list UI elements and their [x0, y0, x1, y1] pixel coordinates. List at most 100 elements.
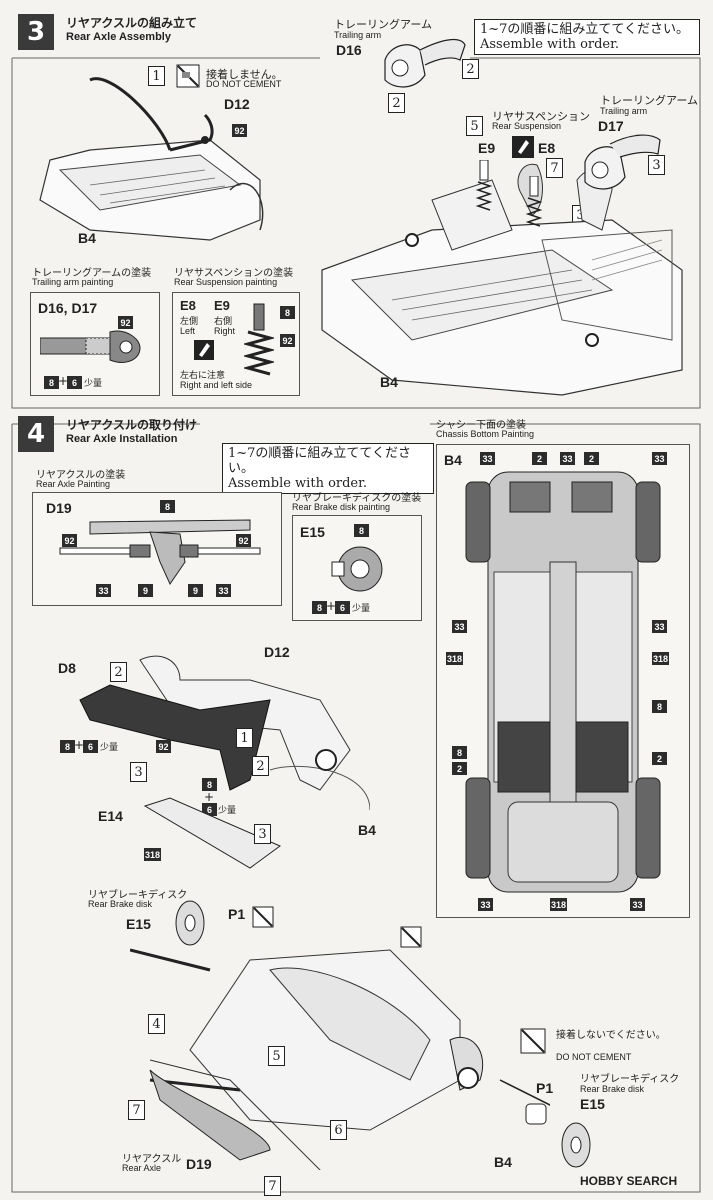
- d8-mix-b: 6: [83, 740, 98, 753]
- part-b4-4b: B4: [494, 1154, 512, 1170]
- no-cement-jp-4a: 接着しないでください。: [556, 1030, 666, 1041]
- d8-color-92: 92: [156, 740, 171, 753]
- color-8-susp: 8: [280, 306, 295, 319]
- susp-paint-e8: E8: [180, 298, 196, 313]
- part-b4-a: B4: [78, 230, 96, 246]
- chassis-c33-2: 33: [560, 452, 575, 465]
- chassis-paint-title-en: Chassis Bottom Painting: [436, 429, 535, 439]
- disk-paint-title-jp: リヤブレーキディスクの塗装: [292, 493, 422, 504]
- color-92-a: 92: [232, 124, 247, 137]
- part-e8: E8: [538, 140, 556, 156]
- brake-disk-label-jp-b: リヤブレーキディスク: [580, 1074, 680, 1085]
- seq-2-a: 2: [462, 59, 479, 79]
- part-e9: E9: [478, 140, 496, 156]
- susp-left-jp: 左側: [180, 317, 199, 327]
- mid-mix-suffix: 少量: [218, 806, 237, 816]
- order-note-en-4: Assemble with order.: [228, 476, 368, 491]
- order-note-jp: 1~7の順番に組み立ててください。: [480, 22, 690, 37]
- rear-axle-label-jp: リヤアクスル: [122, 1154, 182, 1165]
- axle-color-92-l: 92: [62, 534, 77, 547]
- no-cement-label-jp: 接着しません。: [206, 68, 283, 81]
- axle-color-33-r: 33: [216, 584, 231, 597]
- order-note-en: Assemble with order.: [480, 37, 620, 52]
- rear-axle-paint-drawing: [59, 519, 261, 586]
- lower-assembly-drawing: [130, 948, 550, 1170]
- susp-paint-e9: E9: [214, 298, 230, 313]
- part-e15-a: E15: [126, 916, 151, 932]
- susp-paint-box: [172, 292, 300, 396]
- susp-right-en: Right: [214, 326, 236, 336]
- no-cement-icon-d: [520, 1028, 546, 1054]
- seq4-5: 5: [268, 1046, 285, 1066]
- trailing-paint-title-en: Trailing arm painting: [32, 277, 114, 287]
- brake-disk-drawing: [331, 546, 383, 592]
- mix-plus-trailing: +: [58, 374, 69, 388]
- part-d12-4: D12: [264, 644, 290, 660]
- seq4-4: 4: [148, 1014, 165, 1034]
- chassis-c33-1: 33: [480, 452, 495, 465]
- e14-color-318: 318: [144, 848, 162, 861]
- chassis-c8-l: 8: [452, 746, 467, 759]
- watermark: HOBBY SEARCH: [580, 1174, 678, 1188]
- chassis-c33-5: 33: [652, 620, 667, 633]
- step-3-number: 3: [18, 14, 54, 50]
- part-e14: E14: [98, 808, 123, 824]
- chassis-c8-r: 8: [652, 700, 667, 713]
- order-note-jp-4: 1~7の順番に組み立ててください。: [228, 446, 412, 476]
- axle-color-9-r: 9: [188, 584, 203, 597]
- seq4-7-a: 7: [128, 1100, 145, 1120]
- trailing-paint-parts: D16, D17: [38, 300, 98, 316]
- axle-color-9-l: 9: [138, 584, 153, 597]
- susp-paint-title-jp: リヤサスペンションの塗装: [174, 268, 294, 279]
- chassis-c33-3: 33: [652, 452, 667, 465]
- brake-disk-label-en: Rear Brake disk: [88, 899, 153, 909]
- part-d8: D8: [58, 660, 76, 676]
- chassis-c2-1: 2: [532, 452, 547, 465]
- part-d16: D16: [336, 42, 362, 58]
- rear-arm-assembly-drawing: [79, 655, 370, 811]
- axle-paint-title-en: Rear Axle Painting: [36, 479, 111, 489]
- color-92-b: 92: [118, 316, 133, 329]
- no-cement-en-4: DO NOT CEMENT: [556, 1052, 632, 1062]
- trailing-arm-label-jp-b: トレーリングアーム: [600, 94, 699, 107]
- collar-p1-drawing: [525, 1103, 547, 1125]
- seq-1: 1: [148, 66, 165, 86]
- chassis-rear-drawing: [39, 77, 264, 241]
- part-d17: D17: [598, 118, 624, 134]
- disk-paint-title-en: Rear Brake disk painting: [292, 502, 391, 512]
- chassis-c318-b: 318: [550, 898, 568, 911]
- chassis-paint-title-jp: シャシー下面の塗装: [436, 420, 526, 431]
- paint-icon-b: [194, 340, 214, 360]
- order-note-step3: 1~7の順番に組み立ててください。 Assemble with order.: [474, 19, 700, 55]
- no-cement-icon-b: [252, 906, 274, 928]
- shock-e9-drawing: [475, 160, 493, 211]
- seq4-2-a: 2: [110, 662, 127, 682]
- rear-susp-label-en: Rear Suspension: [492, 121, 562, 131]
- rear-axle-label-en: Rear Axle: [122, 1163, 162, 1173]
- chassis-c318-r: 318: [652, 652, 670, 665]
- no-cement-icon: [176, 64, 200, 88]
- trailing-arm-label-en-a: Trailing arm: [334, 30, 382, 40]
- part-p1-a: P1: [228, 906, 246, 922]
- disk-mix-a: 8: [312, 601, 327, 614]
- trailing-arm-d16-drawing: [384, 38, 466, 88]
- part-p1-b: P1: [536, 1080, 554, 1096]
- trailing-arm-label-en-b: Trailing arm: [600, 106, 648, 116]
- axle-color-8: 8: [160, 500, 175, 513]
- chassis-c318-l: 318: [446, 652, 464, 665]
- axle-paint-title-jp: リヤアクスルの塗装: [36, 470, 126, 481]
- brake-disk-right-drawing: [561, 1122, 591, 1168]
- shock-e8-drawing: [525, 176, 543, 227]
- axle-color-92-r: 92: [236, 534, 251, 547]
- step-4-number: 4: [18, 416, 54, 452]
- disk-mix-plus: +: [326, 599, 337, 613]
- mid-mix-a: 8: [202, 778, 217, 791]
- chassis-c2-2: 2: [584, 452, 599, 465]
- trailing-arm-d17-drawing: [584, 134, 661, 190]
- chassis-c2-l: 2: [452, 762, 467, 775]
- order-note-step4: 1~7の順番に組み立ててください。 Assemble with order.: [222, 443, 434, 494]
- shock-paint-drawing: [244, 303, 274, 376]
- step-4-title-en: Rear Axle Installation: [66, 433, 178, 445]
- susp-right-jp: 右側: [214, 317, 233, 327]
- seq4-3-b: 3: [254, 824, 271, 844]
